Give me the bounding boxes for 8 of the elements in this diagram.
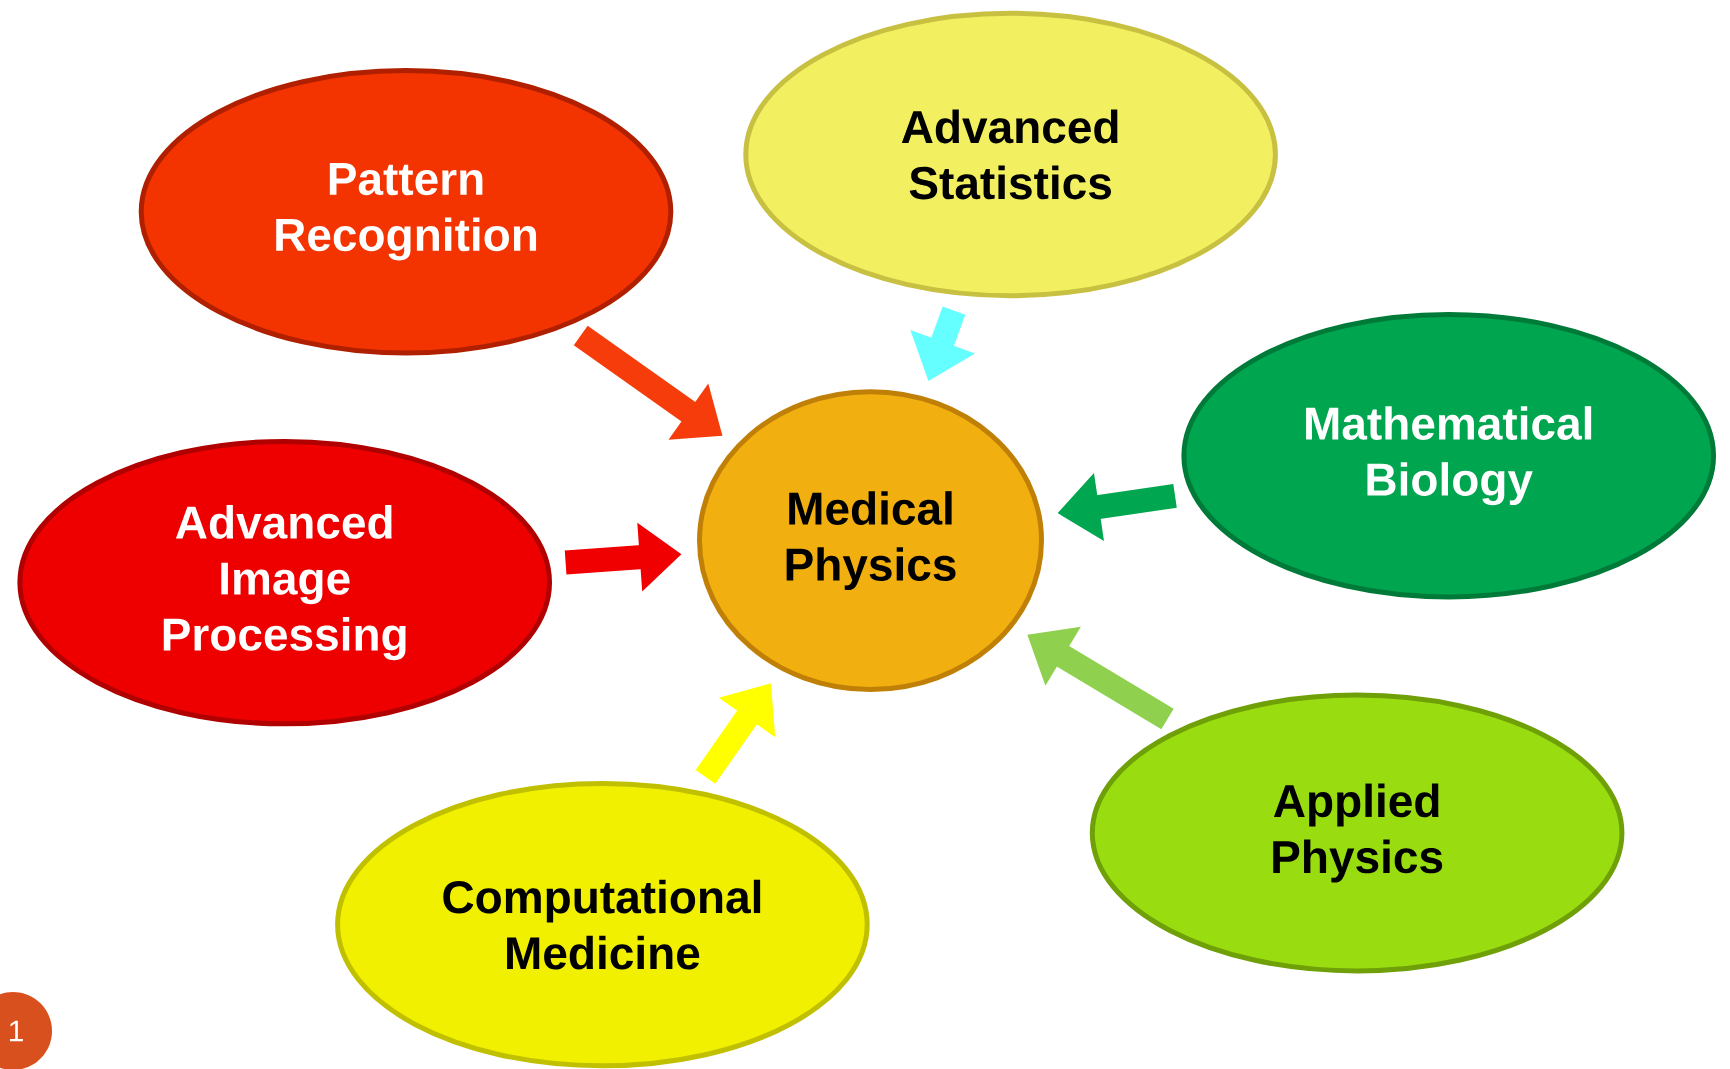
ellipse-node: Advanced Image Processing bbox=[17, 438, 552, 727]
ellipse-node: Advanced Statistics bbox=[743, 10, 1278, 299]
ellipse-node: Mathematical Biology bbox=[1181, 312, 1716, 600]
page-number-badge: 1 bbox=[0, 992, 52, 1069]
ellipse-node: Medical Physics bbox=[697, 389, 1044, 693]
ellipse-node: Computational Medicine bbox=[335, 780, 870, 1069]
ellipse-node: Pattern Recognition bbox=[138, 68, 674, 356]
ellipse-node: Applied Physics bbox=[1089, 692, 1625, 974]
